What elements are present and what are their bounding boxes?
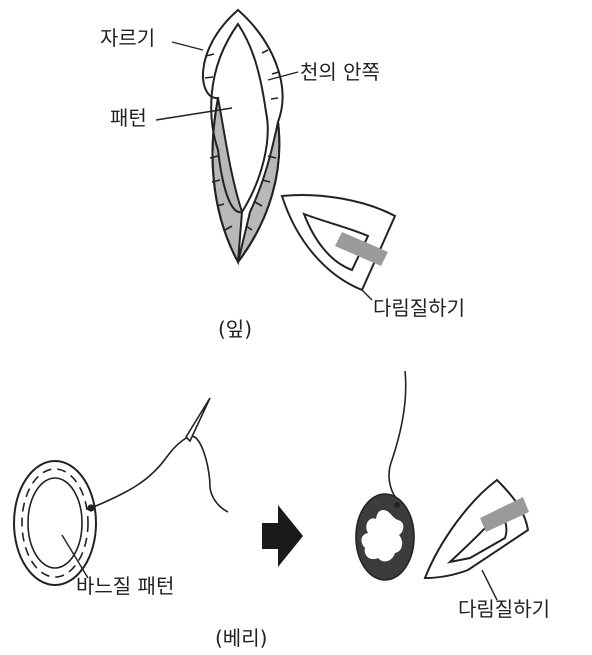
- berry-iron-icon: [423, 478, 530, 580]
- leaf-pattern-line: [210, 22, 269, 214]
- stitch-running-line: [21, 468, 89, 578]
- label-leaf-iron: 다림질하기: [373, 296, 465, 320]
- berry-stitch-illustration: [13, 397, 229, 586]
- stitch-pattern-shape: [27, 477, 83, 569]
- leaf-seam-ticks: [204, 49, 280, 231]
- leader-pattern: [155, 107, 233, 121]
- leader-leaf-iron: [361, 289, 373, 301]
- needle-icon: [184, 397, 211, 443]
- berry-result-illustration: [355, 370, 415, 581]
- leaf-iron-plate: [335, 232, 388, 266]
- leaf-outer-cut: [202, 8, 284, 264]
- label-stitch-pattern: 바느질 패턴: [76, 574, 175, 598]
- caption-berry: (베리): [215, 626, 268, 650]
- label-inner-side: 천의 안쪽: [300, 60, 380, 84]
- berry-light-pattern: [361, 510, 404, 562]
- label-cut: 자르기: [100, 26, 156, 50]
- berry-knot: [394, 502, 400, 508]
- leaf-iron-icon: [280, 193, 397, 292]
- caption-leaf: (잎): [218, 317, 253, 341]
- leader-berry-iron: [481, 569, 498, 601]
- berry-iron-plate: [480, 497, 529, 532]
- leaf-illustration: [155, 8, 299, 266]
- stitch-fabric-outer: [13, 460, 97, 586]
- leader-stitch-pattern: [61, 534, 89, 579]
- leader-cut: [171, 41, 204, 51]
- stitch-thread: [90, 435, 229, 513]
- berry-hanging-thread: [388, 370, 407, 499]
- label-pattern: 패턴: [110, 106, 147, 130]
- label-berry-iron: 다림질하기: [458, 597, 550, 621]
- leader-inner-side: [267, 71, 299, 81]
- arrow-right-icon: [262, 505, 303, 567]
